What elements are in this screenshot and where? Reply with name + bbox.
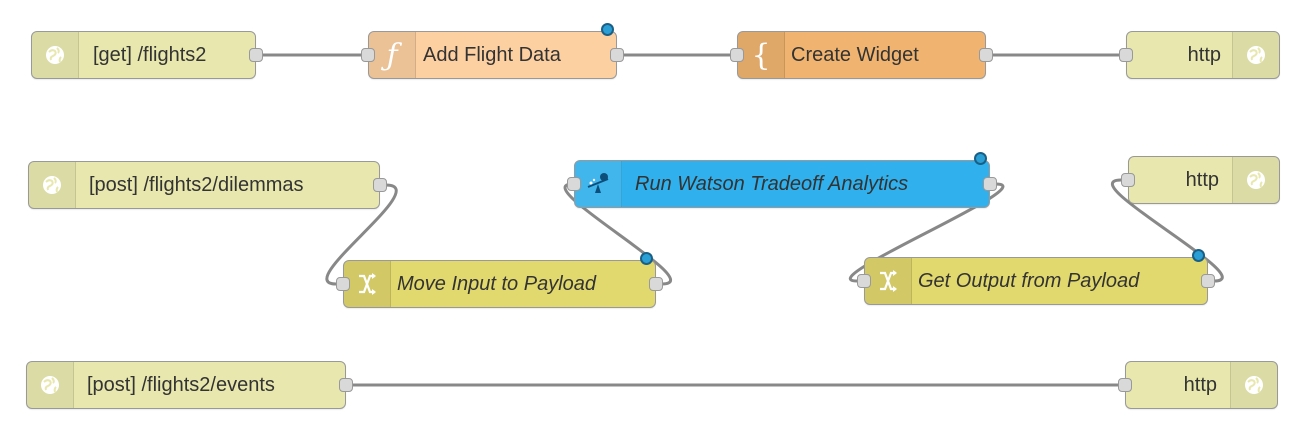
function-icon: ƒ <box>369 32 416 78</box>
output-port[interactable] <box>339 378 353 392</box>
output-port[interactable] <box>1201 274 1215 288</box>
template-node-create-widget[interactable]: { Create Widget <box>730 31 993 79</box>
globe-icon <box>1232 32 1279 78</box>
globe-icon <box>1230 362 1277 408</box>
tradeoff-node-run-watson[interactable]: Run Watson Tradeoff Analytics <box>567 152 997 208</box>
shuffle-icon <box>865 258 912 304</box>
http-in-node-get-flights2[interactable]: [get] /flights2 <box>31 31 263 79</box>
node-label: Run Watson Tradeoff Analytics <box>635 172 909 195</box>
globe-icon <box>32 32 79 78</box>
http-response-node-2[interactable]: http <box>1121 156 1280 204</box>
node-label: [post] /flights2/dilemmas <box>89 173 304 196</box>
wire-dilemmas-to-move-input[interactable] <box>325 183 398 286</box>
output-port[interactable] <box>249 48 263 62</box>
input-port[interactable] <box>730 48 744 62</box>
input-port[interactable] <box>567 177 581 191</box>
output-port[interactable] <box>649 277 663 291</box>
node-label: http <box>1185 168 1219 191</box>
node-label: http <box>1187 43 1221 66</box>
function-node-add-flight-data[interactable]: ƒ Add Flight Data <box>361 23 624 79</box>
globe-icon <box>27 362 74 408</box>
wire-watson-to-get-output[interactable] <box>848 182 1005 283</box>
input-port[interactable] <box>1119 48 1133 62</box>
http-in-node-post-dilemmas[interactable]: [post] /flights2/dilemmas <box>28 161 387 209</box>
globe-icon <box>1232 157 1279 203</box>
changed-indicator <box>1192 249 1205 262</box>
wire-move-input-to-watson[interactable] <box>563 182 673 286</box>
changed-indicator <box>640 252 653 265</box>
change-node-move-input[interactable]: Move Input to Payload <box>336 252 663 308</box>
http-response-node-3[interactable]: http <box>1118 361 1278 409</box>
node-label: http <box>1183 373 1217 396</box>
output-port[interactable] <box>983 177 997 191</box>
changed-indicator <box>601 23 614 36</box>
node-label: [post] /flights2/events <box>87 373 275 396</box>
input-port[interactable] <box>336 277 350 291</box>
change-node-get-output[interactable]: Get Output from Payload <box>857 249 1215 305</box>
shuffle-icon <box>344 261 391 307</box>
http-in-node-post-events[interactable]: [post] /flights2/events <box>26 361 353 409</box>
input-port[interactable] <box>1118 378 1132 392</box>
output-port[interactable] <box>610 48 624 62</box>
template-icon: { <box>738 32 785 78</box>
node-label: Move Input to Payload <box>397 272 597 295</box>
output-port[interactable] <box>979 48 993 62</box>
node-label: Get Output from Payload <box>918 269 1140 292</box>
node-label: Create Widget <box>791 43 919 66</box>
http-response-node-1[interactable]: http <box>1119 31 1280 79</box>
balance-icon <box>575 161 622 207</box>
input-port[interactable] <box>361 48 375 62</box>
input-port[interactable] <box>1121 173 1135 187</box>
node-label: [get] /flights2 <box>93 43 207 66</box>
wire-get-output-to-http[interactable] <box>1110 178 1224 283</box>
changed-indicator <box>974 152 987 165</box>
input-port[interactable] <box>857 274 871 288</box>
node-label: Add Flight Data <box>423 43 561 66</box>
output-port[interactable] <box>373 178 387 192</box>
globe-icon <box>29 162 76 208</box>
